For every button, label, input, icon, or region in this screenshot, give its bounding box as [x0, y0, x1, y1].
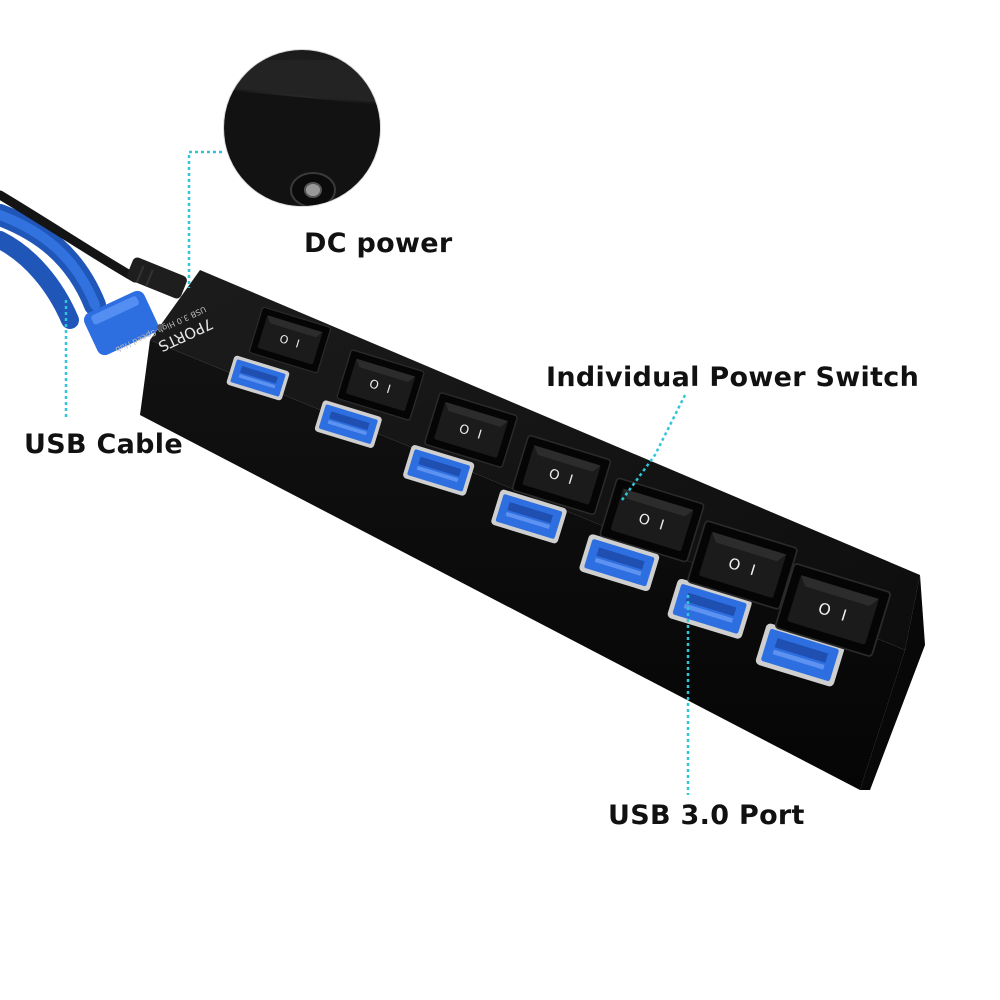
dc-zoom-inset: [223, 49, 381, 207]
dc-cable: [0, 190, 187, 299]
switch-on-symbol: I: [748, 562, 757, 580]
usb-cable-label: USB Cable: [24, 429, 183, 460]
switch-off-symbol: O: [726, 555, 742, 575]
power-led: [157, 324, 163, 330]
usb-port-label: USB 3.0 Port: [608, 800, 805, 831]
power-switch-label: Individual Power Switch: [546, 362, 920, 393]
switch-off-symbol: O: [547, 467, 561, 484]
switch-on-symbol: I: [657, 517, 666, 534]
switch-off-symbol: O: [636, 511, 651, 530]
dc-power-label: DC power: [304, 228, 453, 259]
switch-off-symbol: O: [278, 332, 290, 347]
switch-on-symbol: I: [839, 606, 849, 625]
switch-on-symbol: I: [385, 382, 392, 396]
usb-port[interactable]: [667, 578, 753, 640]
usb-cable: [0, 204, 158, 356]
leader-lines: [64, 150, 690, 795]
usb-port[interactable]: [490, 489, 567, 545]
switch-off-symbol: O: [457, 421, 471, 438]
dc-power-leader: [187, 150, 222, 288]
power-switch-leader: [620, 394, 687, 501]
usb-port-row: [226, 355, 845, 687]
switch-on-symbol: I: [566, 473, 574, 488]
switch-off-symbol: O: [816, 599, 833, 620]
switch-off-symbol: O: [368, 377, 381, 393]
switch-on-symbol: I: [476, 426, 484, 441]
usb-port[interactable]: [226, 355, 290, 401]
usb-port[interactable]: [314, 400, 383, 449]
usb-port[interactable]: [402, 444, 475, 496]
switch-on-symbol: I: [294, 337, 301, 350]
